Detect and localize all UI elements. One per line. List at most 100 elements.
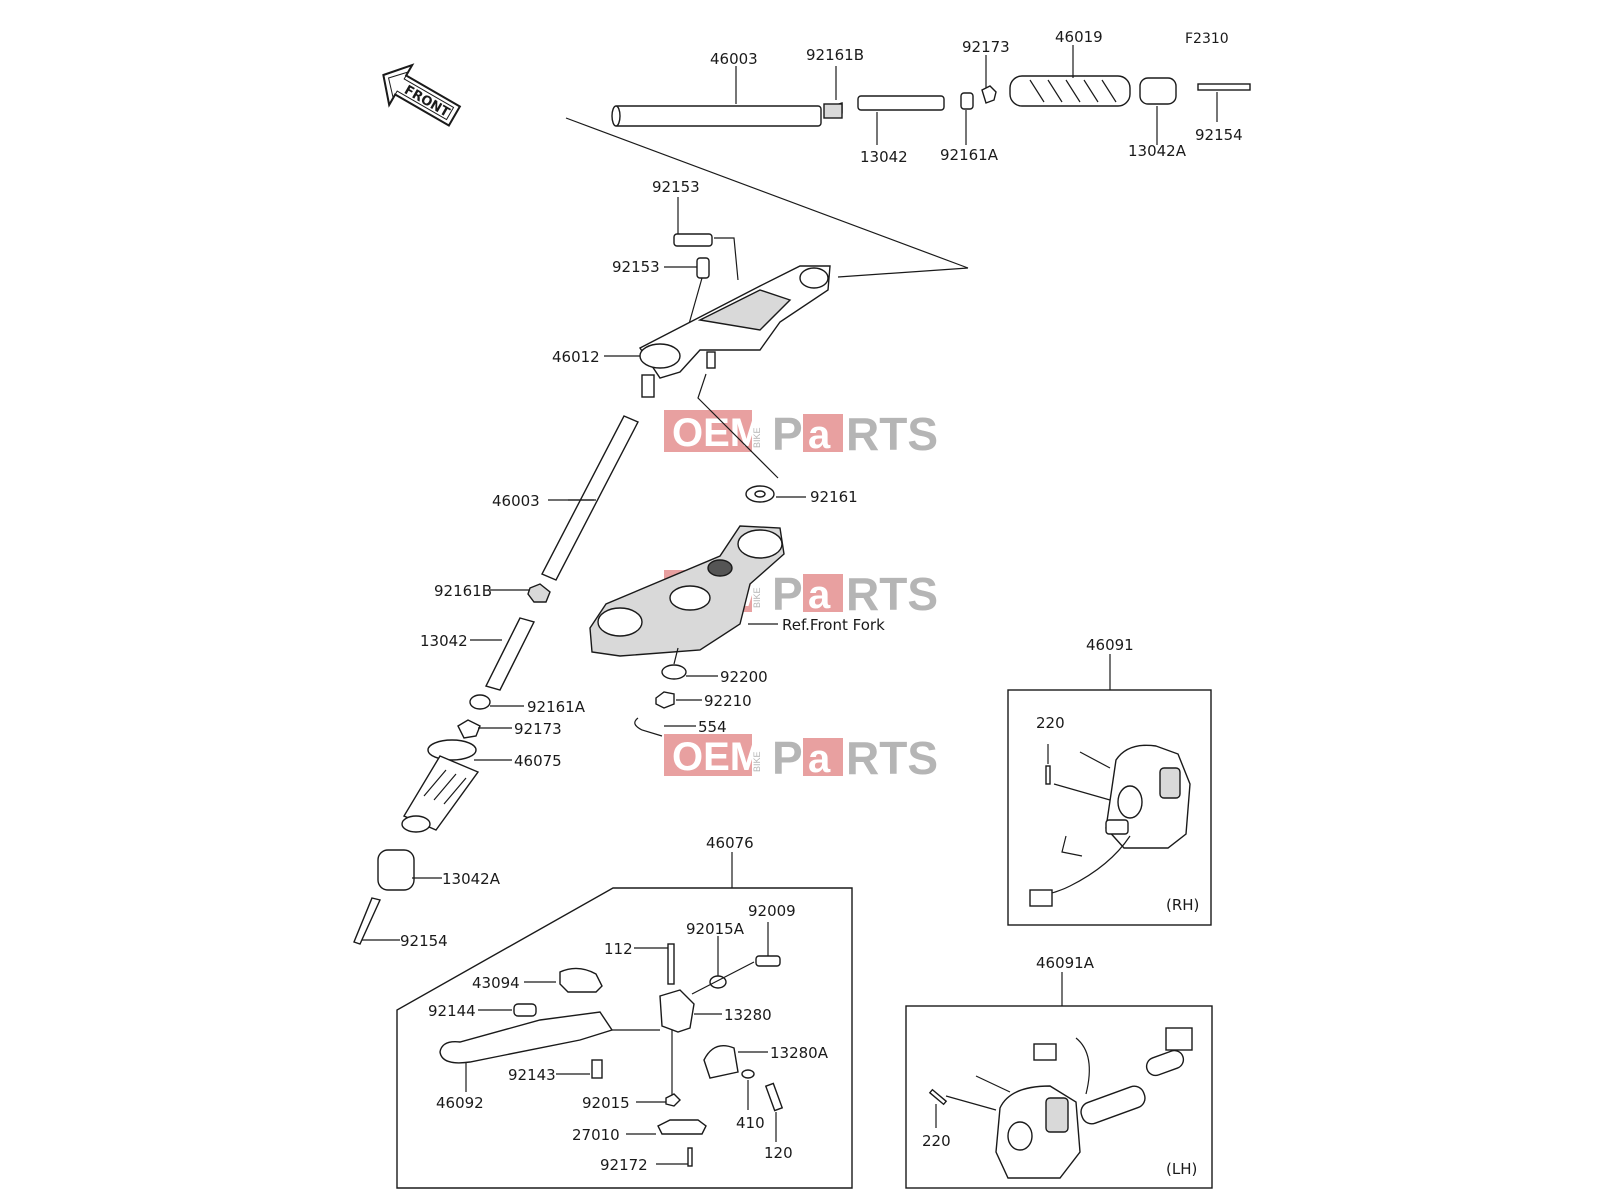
spring-92144 [513,1003,537,1017]
label-46091: 46091 [1086,636,1134,654]
label-92015a: 92015A [686,920,745,938]
rh-connector [1029,889,1053,907]
screw-92172 [687,1147,693,1167]
label-92161b-top: 92161B [806,46,864,64]
watermark-3: OEM BIKE P a RTS [664,732,938,784]
label-46003-left: 46003 [492,492,540,510]
grip-46019-top [1009,75,1131,107]
bolt-92153-b [696,257,710,279]
svg-text:BIKE: BIKE [752,427,762,448]
screw-220-rh [1045,765,1051,785]
handlebar-tube-left [541,415,639,581]
label-13042-top: 13042 [860,148,908,166]
bolt-92154-left [353,897,381,945]
svg-text:RTS: RTS [846,568,938,620]
lever-group-box [396,887,853,1189]
lever-holder-43094 [559,967,603,993]
label-13042-left: 13042 [420,632,468,650]
label-92144: 92144 [428,1002,476,1020]
label-92143: 92143 [508,1066,556,1084]
handlebar-tube-top [613,105,822,127]
svg-text:P: P [772,408,803,460]
nut-92210 [655,691,675,709]
clamp-13280a [703,1045,739,1079]
svg-text:RTS: RTS [846,732,938,784]
svg-text:RTS: RTS [846,408,938,460]
bolt-92154-top [1197,83,1251,91]
svg-text:BIKE: BIKE [752,587,762,608]
collar-92161a-top [960,92,974,110]
svg-text:a: a [808,737,831,781]
label-46075: 46075 [514,752,562,770]
label-92161b-left: 92161B [434,582,492,600]
lh-switch-box [905,1005,1213,1189]
label-92154-left: 92154 [400,932,448,950]
left-handlebar-assembly [353,415,639,945]
pivot-92143 [591,1059,603,1079]
label-410: 410 [736,1114,765,1132]
nut-92015 [665,1093,681,1107]
label-92173-left: 92173 [514,720,562,738]
svg-text:P: P [772,568,803,620]
label-13280a: 13280A [770,1044,829,1062]
label-92161: 92161 [810,488,858,506]
lh-connector-2 [1165,1027,1193,1051]
lever-assembly-46076 [396,852,853,1189]
cotter-pin-554 [634,717,663,737]
label-27010: 27010 [572,1126,620,1144]
svg-text:a: a [808,573,831,617]
label-120: 120 [764,1144,793,1162]
label-92172: 92172 [600,1156,648,1174]
label-92015: 92015 [582,1094,630,1112]
steering-stem-assembly [589,485,806,737]
label-rh: (RH) [1166,896,1199,914]
label-554: 554 [698,718,727,736]
washer-410 [741,1069,755,1079]
label-ref-front-fork: Ref.Front Fork [782,616,885,634]
svg-text:a: a [808,413,831,457]
top-handlebar-assembly [565,45,1251,278]
label-46012: 46012 [552,348,600,366]
screw-120 [764,1082,784,1112]
label-220-rh: 220 [1036,714,1065,732]
clip-92173-top [981,85,997,104]
weight-13042-left [484,617,536,691]
label-92153-b: 92153 [612,258,660,276]
washer-92200 [661,664,687,680]
label-92161a-left: 92161A [527,698,586,716]
grip-46075 [402,755,480,831]
label-92009: 92009 [748,902,796,920]
nut-92161b-left [527,583,551,603]
holder-13280 [659,989,695,1033]
svg-text:OEM: OEM [672,735,763,779]
label-46091a: 46091A [1036,954,1095,972]
end-weight-13042a-left [377,849,415,891]
label-43094: 43094 [472,974,520,992]
label-46019-top: 46019 [1055,28,1103,46]
svg-text:BIKE: BIKE [752,751,762,772]
watermark-1: OEM BIKE P a RTS [664,408,938,460]
label-lh: (LH) [1166,1160,1197,1178]
label-13042a-top: 13042A [1128,142,1187,160]
label-13280: 13280 [724,1006,772,1024]
front-arrow-icon: FRONT [382,63,462,127]
switch-27010 [657,1119,707,1135]
switch-lh-46091a [905,972,1213,1189]
end-weight-13042a-top [1139,77,1177,105]
label-13042a-left: 13042A [442,870,501,888]
label-92200: 92200 [720,668,768,686]
switch-rh-46091 [1007,654,1212,926]
collar-92161a-left [469,694,491,710]
upper-bracket-assembly [604,197,831,479]
label-220-lh: 220 [922,1132,951,1150]
svg-text:P: P [772,732,803,784]
diagram-code: F2310 [1185,31,1229,47]
label-46076: 46076 [706,834,754,852]
clip-92173-left [457,719,481,739]
bolt-92009 [755,955,781,967]
label-92210: 92210 [704,692,752,710]
bolt-112 [667,943,675,985]
label-46003-top: 46003 [710,50,758,68]
